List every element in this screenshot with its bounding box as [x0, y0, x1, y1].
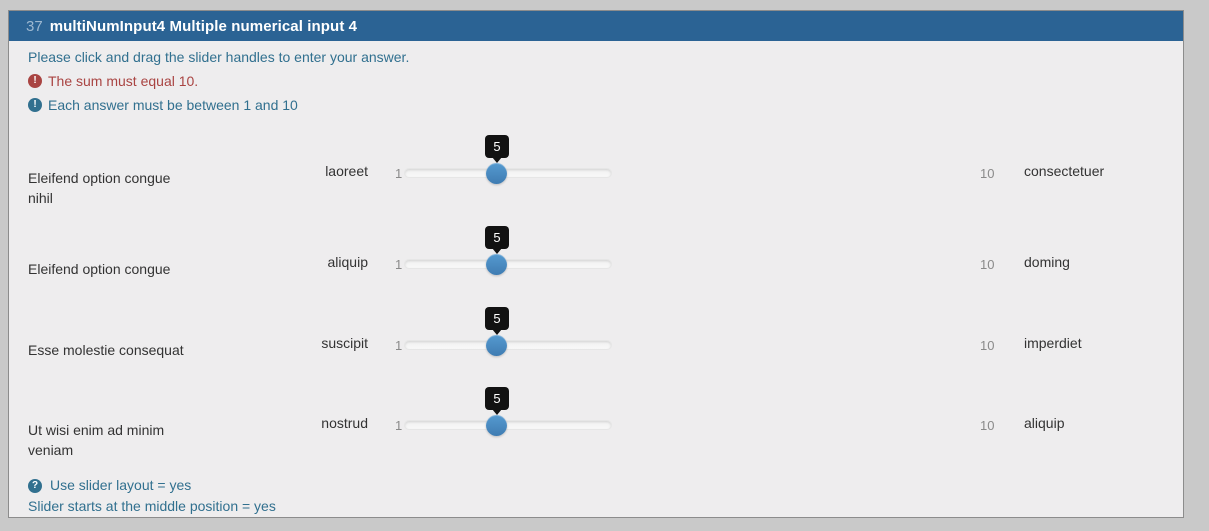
slider-left-label: nostrud	[321, 415, 368, 431]
slider-row: Ut wisi enim ad minim veniam nostrud 1 5…	[9, 385, 1183, 467]
question-label-line2: veniam	[28, 442, 74, 458]
slider-right-label: consectetuer	[1024, 163, 1105, 179]
question-label-line1: Ut wisi enim ad minim	[28, 422, 165, 438]
tooltip-arrow-icon	[492, 329, 502, 335]
slider-right-label: doming	[1024, 254, 1070, 270]
slider-min-label: 1	[395, 338, 403, 353]
slider-layout-text: Use slider layout = yes	[50, 477, 192, 493]
slider-track[interactable]	[404, 259, 612, 269]
slider-row: Esse molestie consequat suscipit 1 5 10 …	[9, 305, 1183, 387]
range-rule-text: Each answer must be between 1 and 10	[48, 97, 298, 113]
value-tooltip-text: 5	[493, 230, 501, 245]
range-rule-tip: ! Each answer must be between 1 and 10	[28, 97, 298, 113]
question-label-line1: Eleifend option congue	[28, 170, 171, 186]
question-label: Ut wisi enim ad minim veniam	[28, 420, 298, 460]
slider-row: Eleifend option congue nihil laoreet 1 5…	[9, 133, 1183, 215]
question-label: Eleifend option congue	[28, 259, 298, 279]
question-header: 37 multiNumInput4 Multiple numerical inp…	[9, 11, 1183, 41]
instruction-text: Please click and drag the slider handles…	[28, 49, 410, 65]
tooltip-arrow-icon	[492, 409, 502, 415]
slider-max-label: 10	[980, 418, 995, 433]
slider-max-label: 10	[980, 338, 995, 353]
slider-max-label: 10	[980, 166, 995, 181]
question-circle-icon: ?	[28, 478, 42, 493]
value-tooltip: 5	[485, 226, 509, 254]
question-label-line1: Esse molestie consequat	[28, 342, 184, 358]
sum-rule-text: The sum must equal 10.	[48, 73, 199, 89]
tooltip-arrow-icon	[492, 248, 502, 254]
slider-handle[interactable]	[486, 415, 507, 436]
slider-handle[interactable]	[486, 335, 507, 356]
slider-row: Eleifend option congue aliquip 1 5 10 do…	[9, 224, 1183, 306]
footer-line-2: Slider starts at the middle position = y…	[28, 498, 276, 514]
question-label: Eleifend option congue nihil	[28, 168, 298, 208]
question-footer: ? Use slider layout = yes Slider starts …	[28, 475, 276, 517]
slider-min-label: 1	[395, 418, 403, 433]
question-number: 37	[26, 17, 43, 35]
question-title: multiNumInput4 Multiple numerical input …	[49, 17, 358, 35]
slider-right-label: imperdiet	[1024, 335, 1082, 351]
slider-track[interactable]	[404, 340, 612, 350]
slider-min-label: 1	[395, 257, 403, 272]
slider-right-label: aliquip	[1024, 415, 1065, 431]
slider-track[interactable]	[404, 420, 612, 430]
slider-max-label: 10	[980, 257, 995, 272]
tooltip-arrow-icon	[492, 157, 502, 163]
value-tooltip: 5	[485, 387, 509, 415]
footer-line-1: ? Use slider layout = yes	[28, 475, 276, 496]
exclamation-circle-icon: !	[28, 98, 42, 112]
slider-handle[interactable]	[486, 254, 507, 275]
value-tooltip: 5	[485, 307, 509, 335]
value-tooltip-text: 5	[493, 311, 501, 326]
slider-left-label: laoreet	[325, 163, 368, 179]
question-label-line1: Eleifend option congue	[28, 261, 171, 277]
question-panel: 37 multiNumInput4 Multiple numerical inp…	[8, 10, 1184, 518]
slider-left-label: aliquip	[327, 254, 368, 270]
value-tooltip: 5	[485, 135, 509, 163]
slider-min-label: 1	[395, 166, 403, 181]
question-label: Esse molestie consequat	[28, 340, 298, 360]
slider-handle[interactable]	[486, 163, 507, 184]
slider-left-label: suscipit	[321, 335, 368, 351]
exclamation-circle-icon: !	[28, 74, 42, 88]
question-label-line2: nihil	[28, 190, 53, 206]
sum-rule-tip: ! The sum must equal 10.	[28, 73, 198, 89]
value-tooltip-text: 5	[493, 139, 501, 154]
value-tooltip-text: 5	[493, 391, 501, 406]
slider-track[interactable]	[404, 168, 612, 178]
